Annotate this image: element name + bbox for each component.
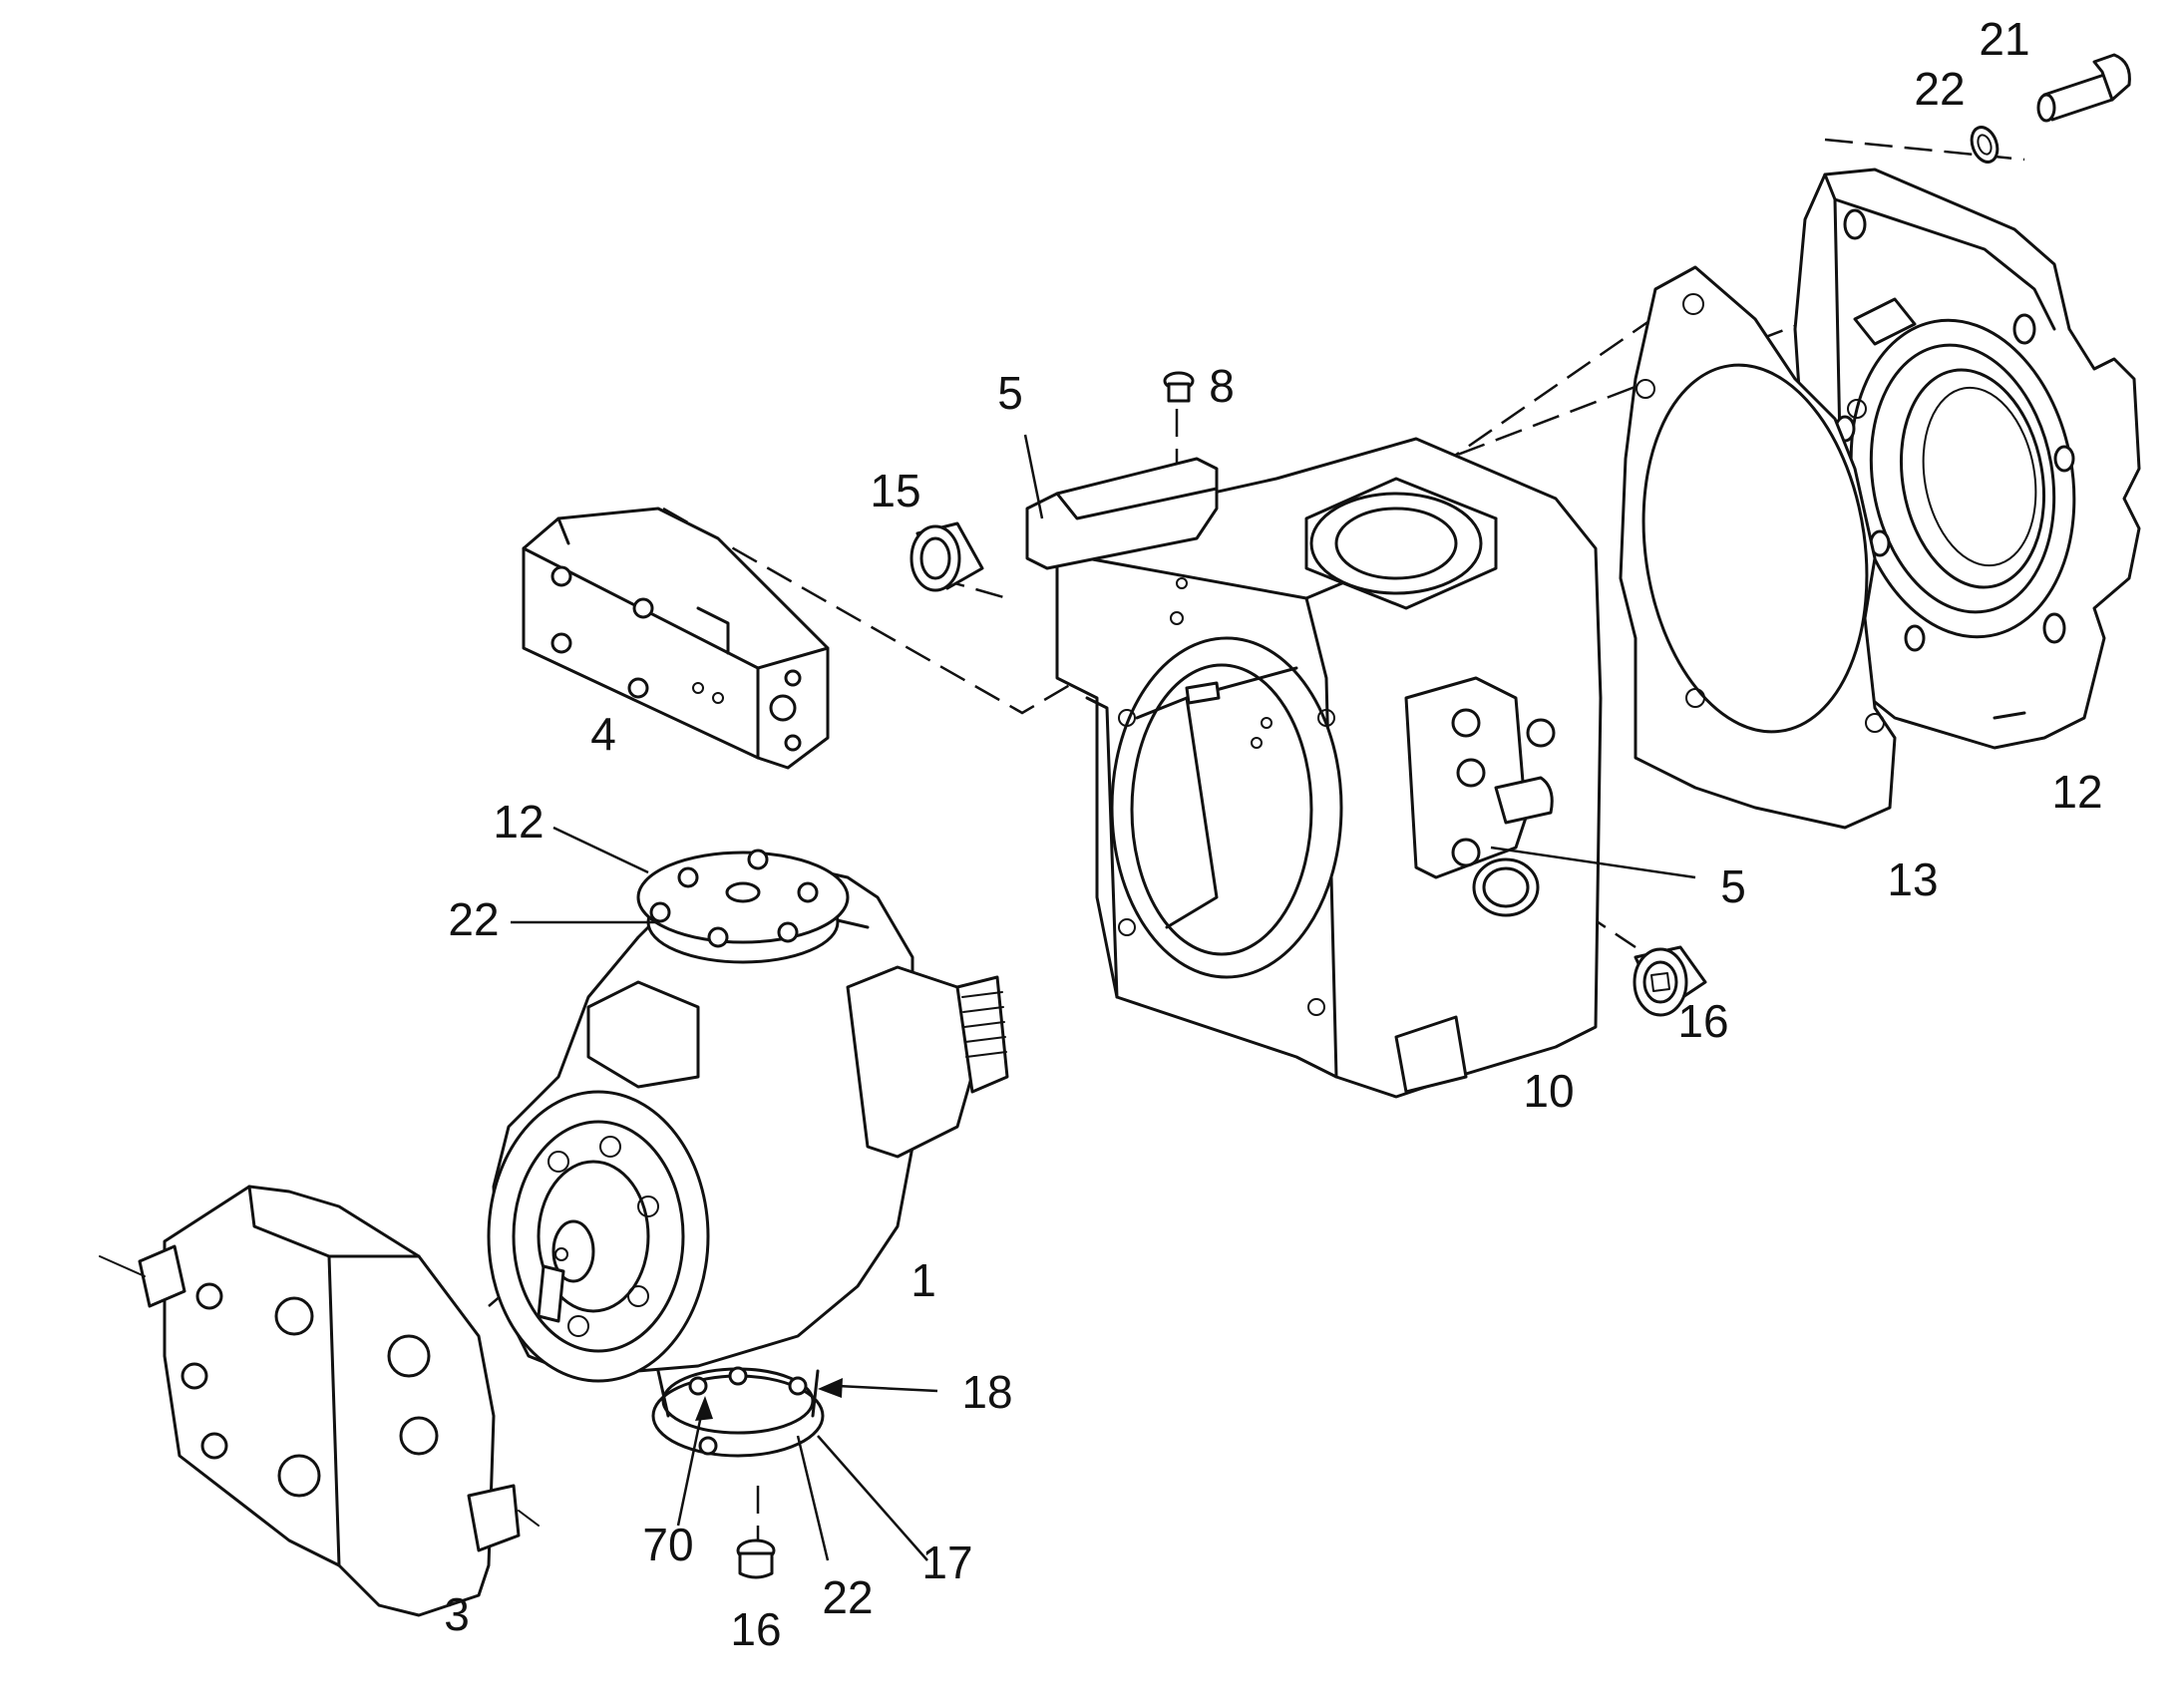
leader-lines (511, 434, 1696, 1561)
callout-12-upper: 12 (493, 796, 544, 848)
callout-18: 18 (961, 1366, 1012, 1418)
screw-part-20 (2036, 53, 2131, 123)
plug-part-16-upper (909, 521, 984, 592)
gasket-part-15 (1619, 265, 1897, 830)
callout-16-lower: 16 (1677, 995, 1728, 1047)
housing-part-10 (1025, 437, 1603, 1099)
end-cover-part-13 (1793, 168, 2141, 750)
callout-70: 70 (642, 1519, 693, 1570)
callout-22-upper: 22 (448, 893, 499, 945)
plug-part-8 (1163, 371, 1195, 403)
callout-13: 12 (2051, 766, 2102, 818)
valve-block-part-4 (522, 507, 830, 770)
callout-8: 8 (1209, 360, 1235, 412)
callout-10: 10 (1523, 1065, 1574, 1117)
plug-part-17 (736, 1538, 776, 1579)
port-plate-part-3 (99, 1185, 540, 1617)
plug-part-16-lower (1633, 945, 1707, 1017)
callout-3: 3 (444, 1588, 470, 1640)
callout-1: 1 (910, 1254, 936, 1306)
callout-16-upper: 15 (870, 465, 920, 516)
rotating-group-part-1 (487, 849, 1009, 1458)
callout-22-lower-text: 22 (822, 1571, 873, 1623)
callout-17: 16 (730, 1603, 781, 1655)
callout-20: 21 (1979, 13, 2029, 65)
callout-4: 4 (590, 708, 616, 760)
washer-part-21 (1970, 126, 1999, 164)
callout-5-upper: 5 (997, 367, 1023, 419)
callout-21: 22 (1914, 63, 1965, 115)
callout-12-lower: 17 (921, 1537, 972, 1588)
callout-15: 13 (1887, 854, 1938, 905)
callout-5-lower: 5 (1720, 860, 1746, 912)
callout-labels: 21 22 8 5 15 4 12 22 12 13 5 16 10 1 18 … (444, 13, 2102, 1655)
